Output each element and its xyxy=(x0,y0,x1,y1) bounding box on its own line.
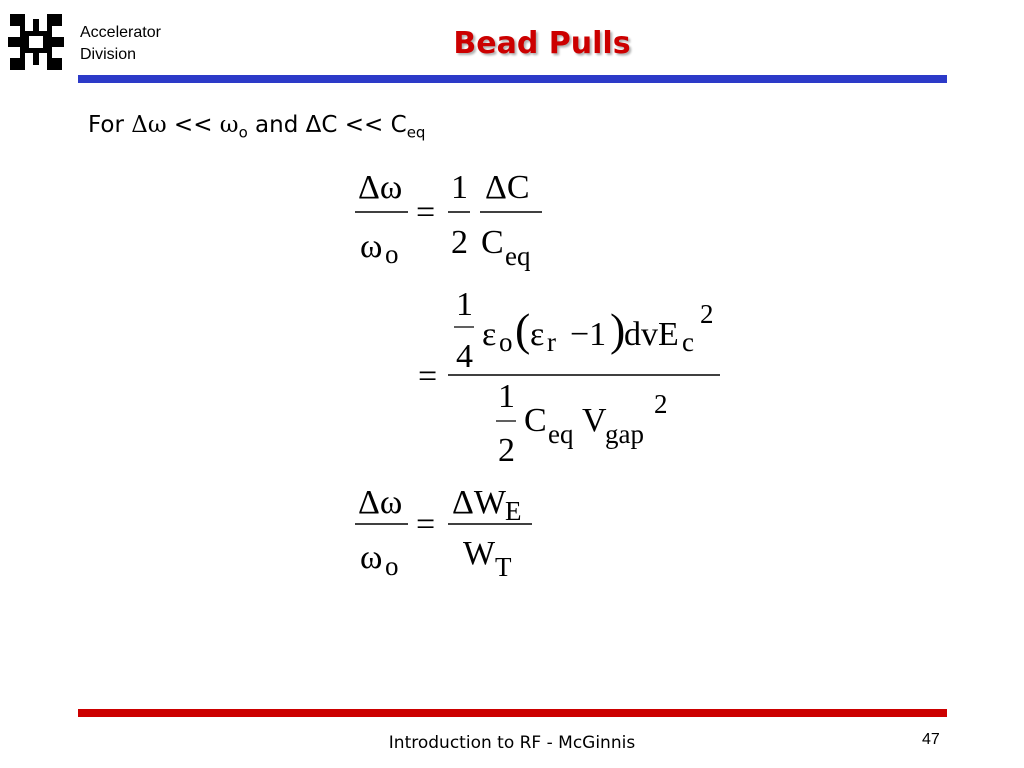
slide-title: Bead Pulls xyxy=(0,26,1024,61)
eq2-epsilon-r: ε xyxy=(530,316,544,353)
eq1-equals: = xyxy=(416,194,435,231)
intro-for: For xyxy=(88,112,132,138)
intro-omega: ω xyxy=(219,112,239,138)
eq3-rhs-denominator: W xyxy=(463,535,496,572)
eq1-rhs-numerator: ΔC xyxy=(485,169,530,206)
eq2-dv-e: dvE xyxy=(624,316,679,353)
eq2-paren-close: ) xyxy=(610,304,625,355)
eq2-epsilon-sub: o xyxy=(499,327,513,357)
fermilab-logo-icon xyxy=(8,14,64,70)
equation-2: = 1 4 ε o ( ε r −1 ) dvE c 2 1 2 C eq V … xyxy=(418,286,720,469)
eq1-rhs-denominator: C xyxy=(481,224,504,261)
eq3-rhs-numerator-sub: E xyxy=(505,496,522,526)
intro-c: C xyxy=(390,112,407,138)
eq2-paren-open: ( xyxy=(515,304,530,355)
intro-delta-omega: Δω xyxy=(131,112,167,138)
eq2-c-sub: eq xyxy=(548,419,574,449)
equation-3: Δω ω o = ΔW E W T xyxy=(355,484,532,582)
eq3-rhs-denominator-sub: T xyxy=(495,552,512,582)
eq1-half-denominator: 2 xyxy=(451,224,468,261)
intro-condition: For Δω << ωo and ΔC << Ceq xyxy=(88,112,425,142)
eq2-half-denominator: 2 xyxy=(498,432,515,469)
division-label: Accelerator Division xyxy=(80,22,161,66)
intro-and: and xyxy=(247,112,306,138)
eq1-half-numerator: 1 xyxy=(451,169,468,206)
eq3-lhs-denominator: ω xyxy=(360,539,382,576)
eq1-lhs-numerator: Δω xyxy=(358,169,402,206)
intro-omega-sub: o xyxy=(238,123,248,142)
eq2-e-sup: 2 xyxy=(700,299,714,329)
intro-c-sub: eq xyxy=(406,123,426,142)
eq2-c: C xyxy=(524,402,547,439)
footer-text: Introduction to RF - McGinnis xyxy=(388,733,636,753)
eq3-equals: = xyxy=(416,506,435,543)
top-divider-bar xyxy=(78,75,947,83)
slide-title-text: Bead Pulls xyxy=(453,26,631,61)
eq2-half-numerator: 1 xyxy=(498,378,515,415)
intro-delta-c: ΔC xyxy=(305,112,338,138)
eq2-v-sup: 2 xyxy=(654,389,668,419)
eq2-epsilon: ε xyxy=(482,316,496,353)
eq2-equals: = xyxy=(418,358,437,395)
eq2-epsilon-r-sub: r xyxy=(547,327,556,357)
eq2-quarter-denominator: 4 xyxy=(456,338,473,375)
bottom-divider-bar xyxy=(78,709,947,717)
division-line-1: Accelerator xyxy=(80,24,161,41)
eq2-v-sub: gap xyxy=(605,419,644,449)
eq3-lhs-numerator: Δω xyxy=(358,484,402,521)
eq2-minus-one: −1 xyxy=(570,316,606,353)
equation-1: Δω ω o = 1 2 ΔC C eq xyxy=(355,169,542,271)
eq2-quarter-numerator: 1 xyxy=(456,286,473,323)
intro-much-less-2: << xyxy=(337,112,391,138)
eq3-lhs-denominator-sub: o xyxy=(385,551,399,581)
eq1-lhs-denominator: ω xyxy=(360,228,382,265)
eq2-e-sub: c xyxy=(682,327,694,357)
page-number: 47 xyxy=(922,731,940,748)
eq2-v: V xyxy=(582,402,607,439)
intro-much-less-1: << xyxy=(166,112,220,138)
eq1-lhs-denominator-sub: o xyxy=(385,239,399,269)
eq3-rhs-numerator: ΔW xyxy=(452,484,507,521)
division-line-2: Division xyxy=(80,46,137,63)
eq1-rhs-denominator-sub: eq xyxy=(505,241,531,271)
